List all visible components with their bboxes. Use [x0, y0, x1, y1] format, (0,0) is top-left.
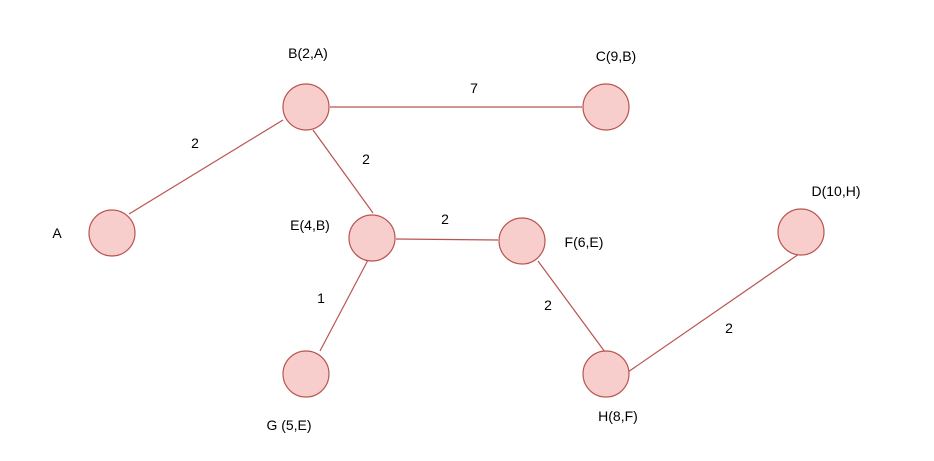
node-label-c: C(9,B) [596, 48, 636, 64]
node-label-e: E(4,B) [290, 217, 330, 233]
edge-b-e [312, 129, 374, 214]
edges [128, 106, 800, 373]
weight-b-e: 2 [362, 151, 370, 167]
node-label-h: H(8,F) [598, 408, 638, 424]
node-a[interactable] [88, 209, 136, 257]
node-c[interactable] [582, 83, 630, 131]
edge-e-g [319, 259, 369, 352]
node-g[interactable] [282, 350, 330, 398]
node-label-d: D(10,H) [811, 183, 860, 199]
node-h[interactable] [582, 350, 630, 398]
node-b[interactable] [282, 83, 330, 131]
weight-h-d: 2 [725, 320, 733, 336]
weight-e-f: 2 [441, 211, 449, 227]
nodes [88, 83, 825, 398]
node-f[interactable] [498, 217, 546, 265]
edge-h-d [627, 253, 800, 373]
weight-f-h: 2 [544, 297, 552, 313]
edge-weights: 2 7 2 2 1 2 2 [191, 80, 733, 336]
node-label-g: G (5,E) [266, 417, 311, 433]
weight-b-c: 7 [470, 80, 478, 96]
edge-a-b [128, 119, 284, 215]
node-label-b: B(2,A) [288, 45, 328, 61]
weight-a-b: 2 [191, 135, 199, 151]
node-label-a: A [52, 225, 62, 241]
node-e[interactable] [348, 214, 396, 262]
edge-f-h [537, 260, 606, 353]
node-label-f: F(6,E) [565, 234, 604, 250]
node-labels: A B(2,A) C(9,B) E(4,B) F(6,E) D(10,H) G … [52, 45, 860, 433]
weight-e-g: 1 [317, 290, 325, 306]
node-d[interactable] [777, 208, 825, 256]
edge-e-f [395, 238, 499, 241]
